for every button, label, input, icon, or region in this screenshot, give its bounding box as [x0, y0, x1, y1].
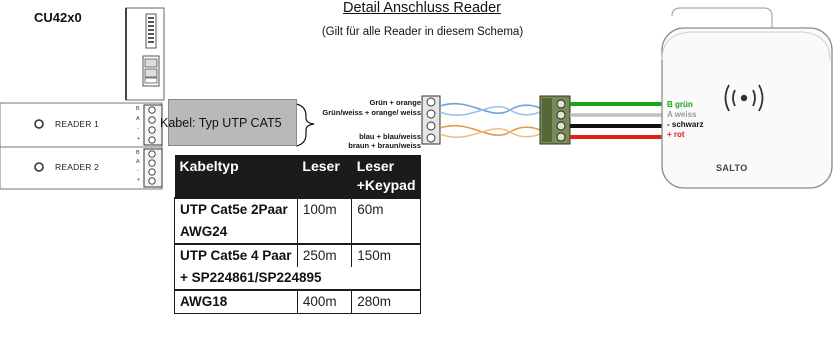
- contactless-icon: [724, 84, 764, 112]
- reader-1-pin-b: B: [136, 106, 140, 112]
- brace-connector: [295, 103, 315, 147]
- reader-2-pin-minus: -: [137, 168, 139, 174]
- reader-1-pin-minus: -: [137, 126, 139, 132]
- table-cell: UTP Cat5e 2Paar: [174, 197, 298, 221]
- junction-terminal-left: [421, 95, 441, 145]
- table-cell: 100m: [296, 197, 353, 221]
- reader-1-pin-a: A: [136, 116, 140, 122]
- reader-1-strip: [0, 102, 163, 148]
- terminal-label-a: A weiss: [667, 110, 697, 119]
- salto-reader-housing: [661, 7, 833, 189]
- col-header-leser-keypad: Leser +Keypad: [351, 155, 421, 198]
- wire-pair-label-3: blau + blau/weiss: [359, 132, 421, 141]
- diagram-title: Detail Anschluss Reader: [343, 0, 501, 16]
- controller-housing: [125, 7, 165, 101]
- reader-wires: [570, 102, 664, 139]
- table-cell: 60m: [351, 197, 421, 221]
- reader-1-label: READER 1: [55, 119, 100, 129]
- table-row: + SP224861/SP224895: [174, 267, 421, 290]
- wire-pair-label-4: braun + braun/weiss: [348, 141, 421, 150]
- table-cell: [351, 221, 421, 244]
- reader-2-pin-b: B: [136, 150, 140, 156]
- wire-pair-label-1: Grün + orange: [369, 98, 421, 107]
- reader-2-pin-plus: +: [137, 177, 141, 183]
- table-row: UTP Cat5e 4 Paar 250m 150m: [174, 243, 421, 267]
- table-cell: 280m: [351, 289, 421, 314]
- table-cell: 150m: [351, 243, 421, 267]
- col-header-leser: Leser: [297, 155, 352, 198]
- cable-length-table: Kabeltyp Leser Leser +Keypad UTP Cat5e 2…: [174, 155, 421, 314]
- table-row: AWG18 400m 280m: [174, 289, 421, 314]
- table-row: UTP Cat5e 2Paar 100m 60m: [174, 197, 421, 221]
- reader-2-strip: [0, 146, 163, 190]
- table-cell: 400m: [296, 289, 353, 314]
- col-header-kabeltyp: Kabeltyp: [174, 155, 298, 198]
- reader-brand-logo: SALTO: [716, 163, 748, 173]
- terminal-label-plus: + rot: [667, 130, 685, 139]
- reader-1-pin-plus: +: [137, 136, 141, 142]
- terminal-label-b: B grün: [667, 100, 693, 109]
- cable-type-label: Kabel: Typ UTP CAT5: [160, 116, 282, 130]
- diagram-subtitle: (Gilt für alle Reader in diesem Schema): [321, 26, 524, 38]
- table-row: AWG24: [174, 221, 421, 244]
- controller-model-label: CU42x0: [34, 10, 82, 25]
- table-cell: + SP224861/SP224895: [174, 267, 421, 290]
- table-cell: 250m: [296, 243, 353, 267]
- table-cell: UTP Cat5e 4 Paar: [174, 243, 298, 267]
- table-header-row: Kabeltyp Leser Leser +Keypad: [174, 155, 421, 198]
- twisted-pair-wires: [439, 102, 541, 139]
- table-cell: AWG18: [174, 289, 298, 314]
- cable-type-box: [168, 99, 297, 146]
- terminal-label-minus: - schwarz: [667, 120, 704, 129]
- terminal-block-green: [539, 95, 571, 145]
- wire-pair-label-2: Grün/weiss + orange/ weiss: [322, 108, 421, 117]
- table-cell: AWG24: [174, 221, 298, 244]
- reader-2-pin-a: A: [136, 159, 140, 165]
- reader-2-label: READER 2: [55, 162, 100, 172]
- table-cell: [296, 221, 353, 244]
